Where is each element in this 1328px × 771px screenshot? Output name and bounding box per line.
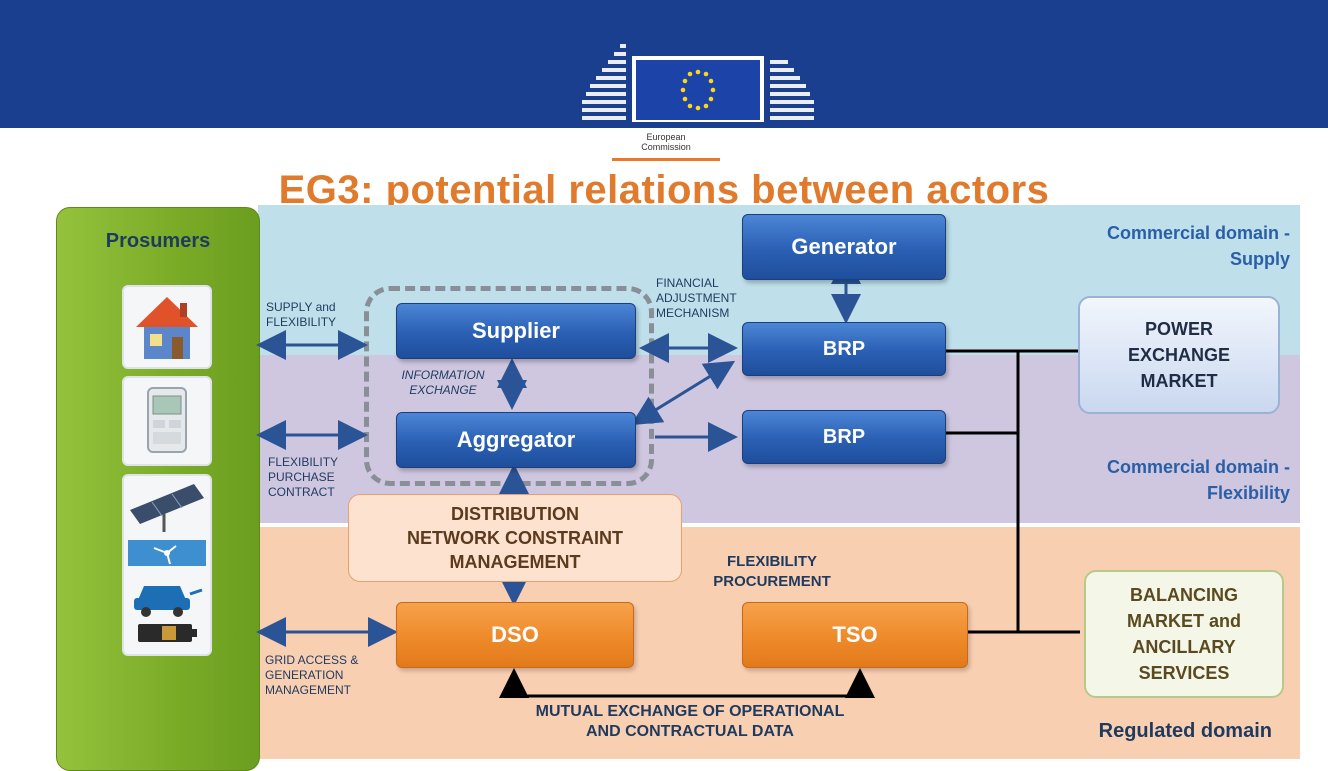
brp-flexibility-box: BRP (742, 410, 946, 464)
supplier-box: Supplier (396, 303, 636, 359)
mutual-exchange-label: MUTUAL EXCHANGE OF OPERATIONAL AND CONTR… (470, 702, 910, 742)
regulated-domain-label: Regulated domain (1098, 720, 1272, 742)
flexibility-purchase-label: FLEXIBILITY PURCHASE CONTRACT (268, 455, 338, 500)
supply-flex-line-2: FLEXIBILITY (266, 315, 337, 329)
supply-flexibility-label: SUPPLY and FLEXIBILITY (266, 300, 336, 330)
wind-turbine-icon (128, 540, 206, 566)
logo-underline (612, 158, 720, 161)
logo-caption: European Commission (600, 132, 732, 152)
mutual-line-1: MUTUAL EXCHANGE OF OPERATIONAL (535, 703, 845, 720)
flexibility-domain-label: Commercial domain - Flexibility (1020, 454, 1290, 506)
electric-car-icon (134, 586, 203, 617)
flex-procurement-line-1: FLEXIBILITY (727, 553, 817, 570)
info-exchange-line-1: INFORMATION (401, 368, 485, 382)
grid-access-line-1: GRID ACCESS & (265, 653, 359, 667)
tso-box: TSO (742, 602, 968, 668)
house-icon (122, 285, 212, 369)
european-commission-logo (582, 38, 814, 124)
grid-access-line-3: MANAGEMENT (265, 683, 352, 697)
dso-box: DSO (396, 602, 634, 668)
balancing-text: BALANCING MARKET and ANCILLARY SERVICES (1127, 585, 1241, 683)
mutual-line-2: AND CONTRACTUAL DATA (586, 723, 794, 740)
balancing-market-box: BALANCING MARKET and ANCILLARY SERVICES (1084, 570, 1284, 698)
info-exchange-line-2: EXCHANGE (409, 383, 477, 397)
financial-line-3: MECHANISM (656, 306, 730, 320)
smart-meter-icon (122, 376, 212, 466)
supply-domain-line-1: Commercial domain - (1106, 223, 1290, 243)
page-title: EG3: potential relations between actors (278, 168, 1050, 212)
information-exchange-label: INFORMATION EXCHANGE (388, 368, 498, 398)
grid-access-label: GRID ACCESS & GENERATION MANAGEMENT (265, 653, 358, 698)
power-exchange-text: POWER EXCHANGE MARKET (1127, 319, 1230, 391)
financial-line-2: ADJUSTMENT (656, 291, 737, 305)
grid-access-line-2: GENERATION (265, 668, 344, 682)
distribution-line-2: NETWORK CONSTRAINT (407, 528, 623, 548)
brp-supply-box: BRP (742, 322, 946, 376)
logo-line-1: European (646, 132, 686, 142)
financial-line-1: FINANCIAL (656, 276, 719, 290)
power-exchange-market-box: POWER EXCHANGE MARKET (1078, 296, 1280, 414)
flexibility-domain-line-1: Commercial domain - (1106, 457, 1290, 477)
financial-adjustment-label: FINANCIAL ADJUSTMENT MECHANISM (656, 276, 737, 321)
solar-panel-icon (130, 484, 204, 532)
supply-flex-line-1: SUPPLY and (266, 300, 336, 314)
flex-purchase-line-2: PURCHASE (268, 470, 335, 484)
prosumers-label: Prosumers (105, 230, 211, 252)
distribution-line-1: DISTRIBUTION (451, 504, 579, 524)
flex-purchase-line-3: CONTRACT (268, 485, 335, 499)
aggregator-box: Aggregator (396, 412, 636, 468)
distribution-line-3: MANAGEMENT (449, 552, 581, 572)
flexibility-domain-line-2: Flexibility (1206, 483, 1290, 503)
logo-line-2: Commission (641, 142, 691, 152)
flex-purchase-line-1: FLEXIBILITY (268, 455, 339, 469)
supply-domain-label: Commercial domain - Supply (1020, 220, 1290, 272)
battery-icon (138, 624, 197, 642)
generator-box: Generator (742, 214, 946, 280)
supply-domain-line-2: Supply (1229, 249, 1290, 269)
flexibility-procurement-label: FLEXIBILITY PROCUREMENT (684, 552, 860, 592)
flex-procurement-line-2: PROCUREMENT (713, 573, 831, 590)
distribution-constraint-box: DISTRIBUTION NETWORK CONSTRAINT MANAGEME… (348, 494, 682, 582)
renewables-card (122, 474, 212, 656)
